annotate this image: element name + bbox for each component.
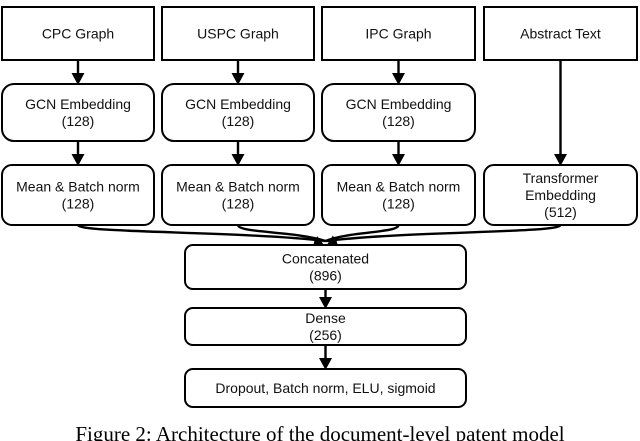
node-box bbox=[161, 83, 315, 142]
node-label: (128) bbox=[62, 113, 95, 129]
node-box bbox=[161, 6, 315, 61]
node-gcn-uspc: GCN Embedding(128) bbox=[161, 83, 315, 142]
node-gcn-cpc: GCN Embedding(128) bbox=[1, 83, 155, 142]
edge-line bbox=[325, 223, 562, 243]
node-concatenated: Concatenated(896) bbox=[184, 244, 467, 290]
node-label: (256) bbox=[309, 327, 342, 343]
node-box bbox=[483, 6, 638, 61]
node-label: GCN Embedding bbox=[185, 96, 291, 112]
figure-caption: Figure 2: Architecture of the document-l… bbox=[75, 422, 564, 441]
node-label: IPC Graph bbox=[365, 26, 431, 42]
node-mean-uspc: Mean & Batch norm(128) bbox=[161, 164, 315, 226]
edge-abstract-text-to-transformer bbox=[554, 60, 567, 166]
arrowhead bbox=[231, 154, 245, 166]
nodes-layer: CPC Graph USPC Graph IPC Graph Abstract Tex… bbox=[1, 6, 638, 408]
node-label: Abstract Text bbox=[520, 26, 601, 42]
arrowhead bbox=[554, 154, 567, 166]
edge-line bbox=[76, 223, 326, 243]
node-label: Transformer bbox=[523, 170, 599, 186]
edge-gcn-uspc-to-mean-uspc bbox=[231, 141, 245, 166]
node-mean-cpc: Mean & Batch norm(128) bbox=[1, 164, 155, 226]
node-box bbox=[321, 83, 476, 142]
arrowhead bbox=[392, 73, 405, 85]
node-box bbox=[1, 83, 155, 142]
node-box bbox=[1, 164, 155, 226]
node-label: CPC Graph bbox=[42, 26, 114, 42]
node-cpc-graph: CPC Graph bbox=[1, 6, 155, 61]
edge-ipc-graph-to-gcn-ipc bbox=[392, 60, 405, 85]
node-label: Mean & Batch norm bbox=[16, 179, 140, 195]
node-label: (128) bbox=[222, 113, 255, 129]
node-box bbox=[184, 307, 467, 346]
node-label: USPC Graph bbox=[197, 26, 279, 42]
node-label: (128) bbox=[382, 196, 415, 212]
edge-gcn-ipc-to-mean-ipc bbox=[392, 141, 405, 166]
node-gcn-ipc: GCN Embedding(128) bbox=[321, 83, 476, 142]
node-label: Mean & Batch norm bbox=[337, 179, 461, 195]
node-label: (896) bbox=[309, 268, 342, 284]
node-label: Mean & Batch norm bbox=[176, 179, 300, 195]
node-label: Dropout, Batch norm, ELU, sigmoid bbox=[215, 380, 435, 396]
edge-line bbox=[236, 223, 326, 243]
node-mean-ipc: Mean & Batch norm(128) bbox=[321, 164, 476, 226]
node-box bbox=[161, 164, 315, 226]
node-label: Embedding bbox=[525, 187, 596, 203]
node-label: Concatenated bbox=[282, 251, 369, 267]
arrowhead bbox=[392, 154, 405, 166]
node-output: Dropout, Batch norm, ELU, sigmoid bbox=[184, 368, 467, 408]
node-box bbox=[184, 244, 467, 290]
node-label: (128) bbox=[222, 196, 255, 212]
edge-uspc-graph-to-gcn-uspc bbox=[231, 60, 245, 85]
node-uspc-graph: USPC Graph bbox=[161, 6, 315, 61]
arrowhead bbox=[231, 73, 245, 85]
edge-concatenated-to-dense bbox=[319, 289, 332, 309]
arrowhead bbox=[71, 73, 85, 85]
arrowhead bbox=[319, 297, 332, 309]
node-label: (128) bbox=[62, 196, 95, 212]
node-ipc-graph: IPC Graph bbox=[321, 6, 476, 61]
node-abstract-text: Abstract Text bbox=[483, 6, 638, 61]
arrowhead bbox=[71, 154, 85, 166]
node-box bbox=[321, 6, 476, 61]
node-dense: Dense(256) bbox=[184, 307, 467, 346]
node-box bbox=[1, 6, 155, 61]
edge-cpc-graph-to-gcn-cpc bbox=[71, 60, 85, 85]
node-label: GCN Embedding bbox=[25, 96, 131, 112]
node-label: (512) bbox=[544, 204, 577, 220]
edge-gcn-cpc-to-mean-cpc bbox=[71, 141, 85, 166]
node-label: (128) bbox=[382, 113, 415, 129]
node-label: GCN Embedding bbox=[346, 96, 452, 112]
node-label: Dense bbox=[305, 310, 346, 326]
arrowhead bbox=[319, 358, 332, 370]
node-box bbox=[321, 164, 476, 226]
node-box bbox=[483, 164, 638, 226]
node-box bbox=[184, 368, 467, 408]
edge-dense-to-output bbox=[319, 345, 332, 370]
